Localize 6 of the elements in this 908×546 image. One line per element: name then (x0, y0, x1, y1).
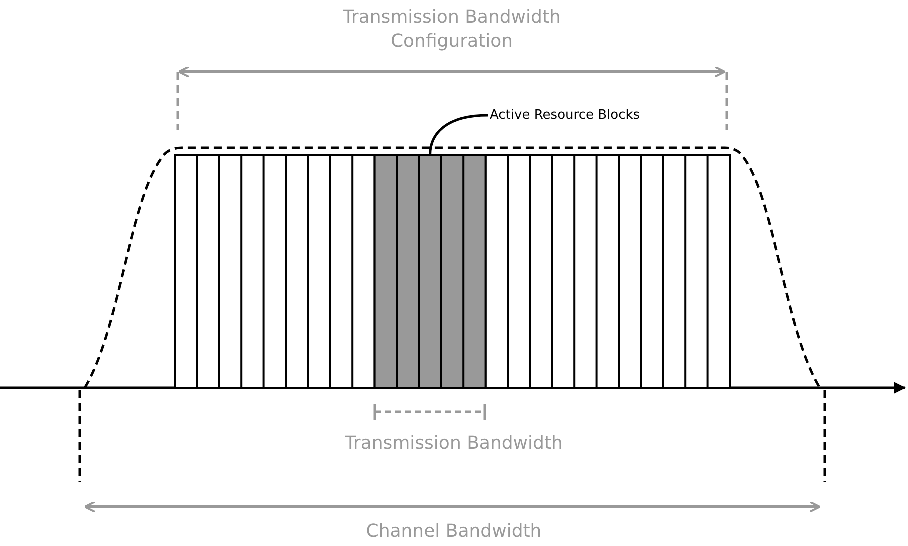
leader-line (429, 114, 488, 156)
dimension-label: Channel Bandwidth (365, 520, 543, 544)
active-resource-blocks (374, 154, 487, 389)
callout-label: Active Resource Blocks (490, 108, 640, 123)
dimension-label: Transmission Bandwidth Configuration (342, 6, 562, 54)
dimension-label: Transmission Bandwidth (344, 432, 564, 456)
